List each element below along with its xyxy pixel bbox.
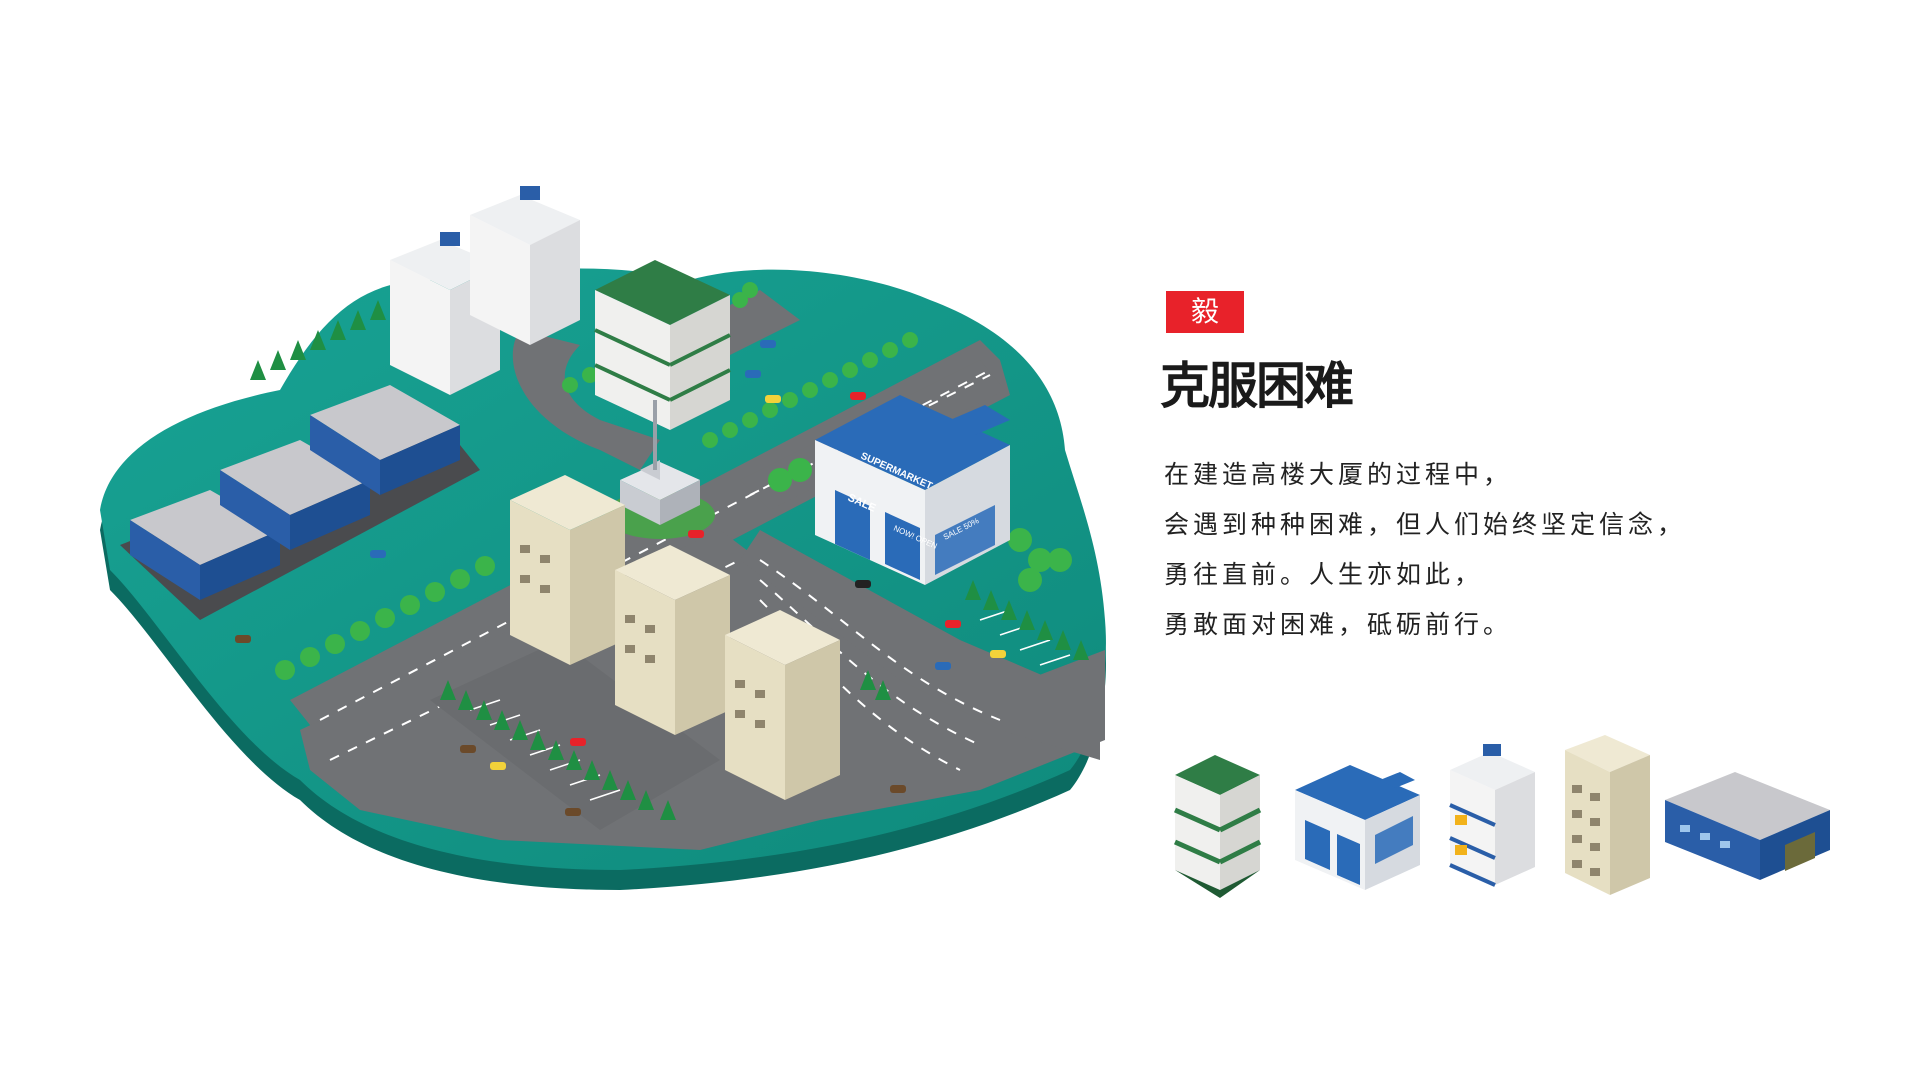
apartment-icon [1449, 744, 1535, 887]
pine-rows [250, 300, 1089, 820]
body-line: 勇往直前。人生亦如此， [1164, 560, 1484, 589]
building-icons-row [1173, 735, 1830, 898]
body-line: 在建造高楼大厦的过程中， [1164, 460, 1513, 489]
keyword-badge: 毅 [1166, 291, 1244, 333]
supermarket-icon [1295, 765, 1420, 890]
blue-apartments [390, 186, 580, 395]
cars [235, 340, 1006, 816]
warehouse-icon [1665, 772, 1830, 880]
beige-towers [510, 475, 840, 800]
headline: 克服困难 [1160, 357, 1354, 415]
body-paragraph: 在建造高楼大厦的过程中， 会遇到种种困难，但人们始终坚定信念， 勇往直前。人生亦… [1164, 450, 1724, 650]
monument [605, 400, 715, 539]
warehouses [130, 385, 460, 600]
green-office [594, 260, 731, 430]
body-line: 勇敢面对困难，砥砺前行。 [1164, 610, 1513, 639]
green-office-icon [1173, 755, 1262, 898]
body-line: 会遇到种种困难，但人们始终坚定信念， [1164, 510, 1687, 539]
tree-rows [275, 282, 1072, 680]
parking-lot-bottom [430, 640, 720, 830]
tower-icon [1565, 735, 1650, 895]
supermarket: SUPERMARKET SALE NOW! OPEN SALE 50% [815, 395, 1010, 585]
